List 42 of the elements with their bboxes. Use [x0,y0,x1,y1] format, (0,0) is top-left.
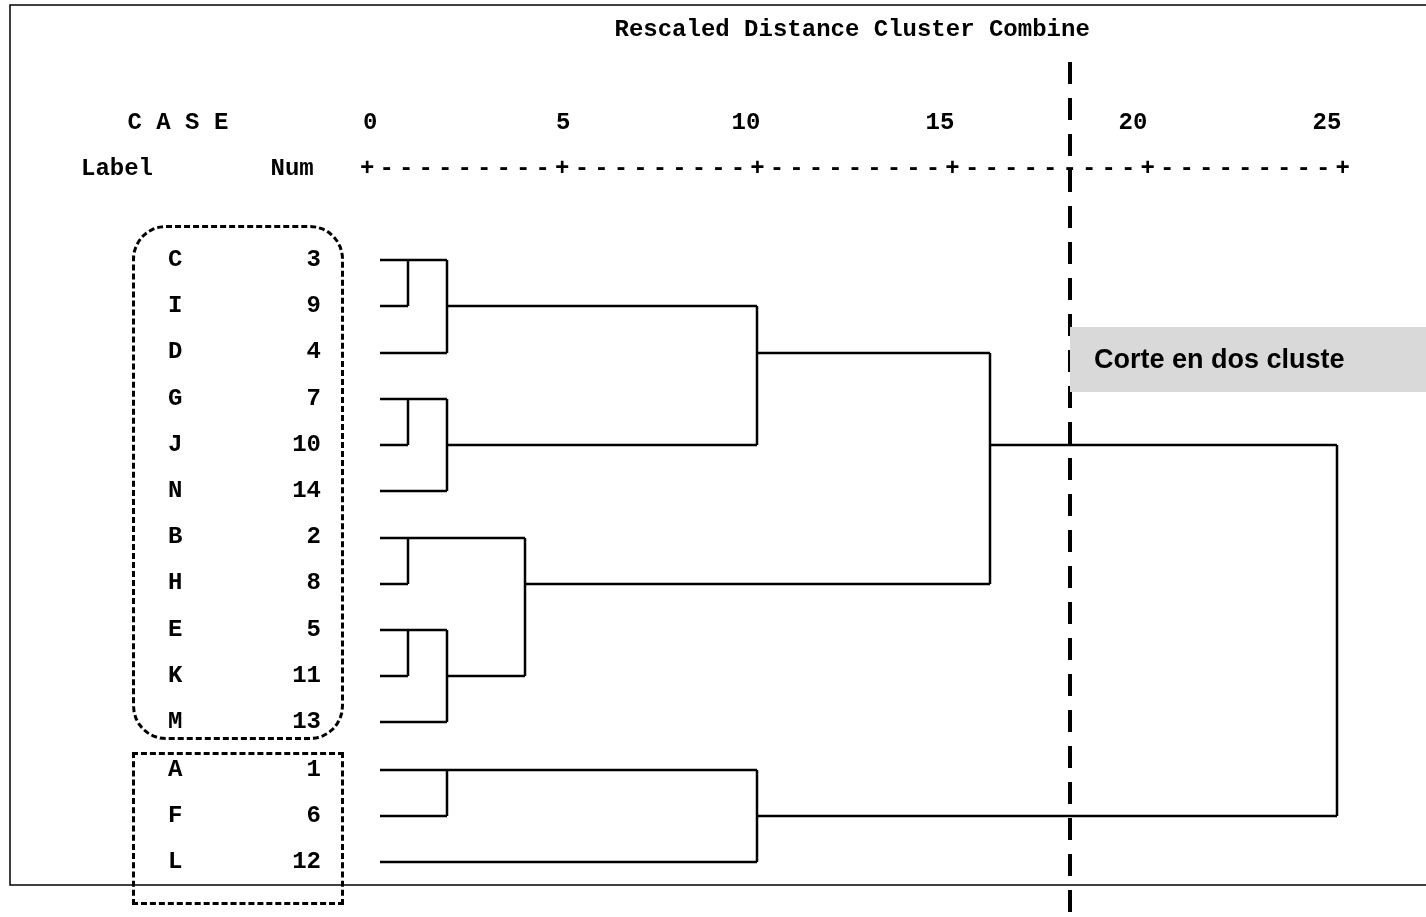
axis-title: Rescaled Distance Cluster Combine [614,17,1090,43]
callout-box: Corte en dos cluste [1070,327,1426,392]
case-number: 3 [306,247,321,273]
tick-label: 5 [556,110,571,136]
tick-label: 0 [363,110,378,136]
case-label: H [168,570,183,597]
case-number: 12 [292,849,321,875]
case-label: F [168,803,183,829]
column-heading: Num [270,156,314,182]
case-label: G [168,385,183,412]
cluster-outline [132,752,344,905]
tick-label: 15 [925,110,955,136]
cluster-outline [132,225,344,740]
case-label: L [168,849,183,875]
case-number: 4 [306,339,321,366]
case-number: 9 [306,293,321,320]
case-number: 11 [292,662,321,689]
case-number: 5 [306,616,321,643]
case-number: 2 [306,524,321,551]
tick-label: 25 [1312,110,1342,136]
case-label: I [168,293,183,320]
case-label: C [168,247,183,273]
case-number: 7 [306,385,321,412]
tick-label: 20 [1118,110,1148,136]
case-number: 6 [306,803,321,829]
tick-label: 10 [731,110,761,136]
column-heading: C A S E [127,110,229,136]
case-number: 13 [292,709,321,735]
column-heading: Label [81,156,153,182]
case-label: M [168,709,183,735]
axis-ruler: +---------+---------+---------+---------+---------+ [360,156,1356,182]
case-number: 14 [292,478,321,504]
case-number: 8 [306,570,321,597]
case-label: B [168,524,183,551]
case-label: J [168,431,183,458]
case-label: A [168,757,183,783]
case-label: N [168,478,183,504]
case-label: D [168,339,183,366]
case-number: 1 [306,757,321,783]
case-label: E [168,616,183,643]
case-label: K [168,662,183,689]
case-number: 10 [292,431,321,458]
